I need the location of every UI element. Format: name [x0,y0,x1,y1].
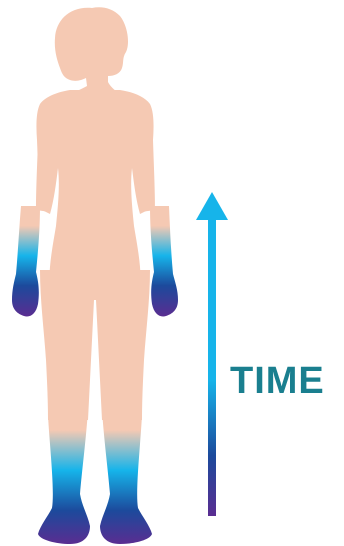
left-forearm-hand [12,206,40,317]
arrow-head [196,192,228,220]
right-lower-leg-foot [100,410,152,544]
time-label: TIME [230,362,325,400]
time-arrow [196,192,228,516]
head [55,7,128,94]
arrow-shaft [208,214,216,516]
left-lower-leg-foot [38,410,90,544]
torso [36,90,153,290]
human-figure [12,7,178,544]
right-forearm-hand [150,206,178,317]
hips [40,270,150,420]
